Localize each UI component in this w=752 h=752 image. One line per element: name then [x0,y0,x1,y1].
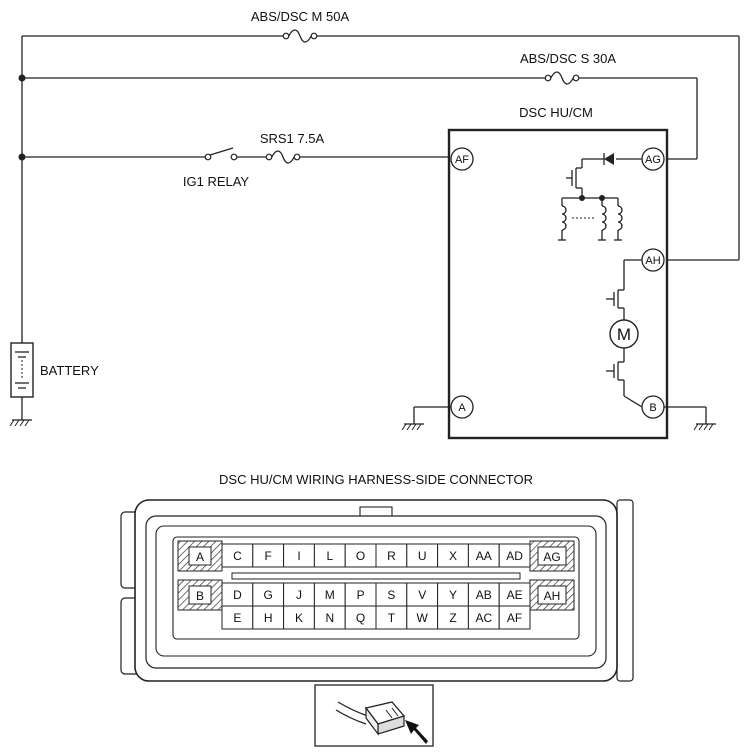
solenoid-driver-circuit [558,153,642,241]
terminal-af [450,147,474,171]
connector-pin: R [387,549,396,563]
svg-text:B: B [649,402,656,414]
battery-icon: BATTERY [10,342,99,398]
connector-pin: AH [544,589,561,603]
connector-pin: U [418,549,427,563]
fuse-srs1-label: SRS1 7.5A [260,131,325,146]
junction-dot [18,74,26,82]
svg-text:AF: AF [455,154,469,166]
connector-pin: L [326,549,333,563]
connector-pin: S [387,588,395,602]
connector-pin: F [265,549,272,563]
ground-icon [664,406,716,431]
connector-pin: H [264,611,273,625]
connector-pin: A [196,550,204,564]
connector-pin: M [325,588,335,602]
wiring [18,35,740,420]
connector-pin: G [264,588,273,602]
fuse-abs-dsc-s: ABS/DSC S 30A [520,51,616,85]
junction-dot [18,153,26,161]
connector-pin: AD [506,549,523,563]
connector-pin: AA [476,549,492,563]
ground-icon [9,419,32,427]
svg-text:M: M [617,325,631,344]
connector-pin: K [295,611,303,625]
connector-view-arrow-icon [314,684,434,747]
fuse-abs-dsc-m: ABS/DSC M 50A [251,9,350,43]
connector-pin: O [356,549,365,563]
connector-pin: N [325,611,334,625]
connector-pin: J [296,588,302,602]
pump-motor-circuit: M [606,259,643,408]
dsc-module: DSC HU/CM AF AG AH A B [447,105,669,440]
ground-icon [401,406,451,431]
connector-title: DSC HU/CM WIRING HARNESS-SIDE CONNECTOR [219,472,533,487]
ig1-relay-switch: IG1 RELAY [183,147,250,189]
fuse-s-label: ABS/DSC S 30A [520,51,616,66]
relay-label: IG1 RELAY [183,174,250,189]
connector-pin-cell [498,605,531,630]
connector-pin: T [388,611,396,625]
connector-pin: AE [507,588,523,602]
connector-pin: B [196,589,204,603]
connector-pin-rows: C F I L O R U X AA AD D G J M P S V Y AB AE E H K N Q T W Z AC AF [221,543,531,630]
connector-pin: AC [475,611,492,625]
fuse-m-label: ABS/DSC M 50A [251,9,350,24]
connector-pin: V [418,588,426,602]
connector-pin: D [233,588,242,602]
svg-text:AH: AH [645,255,660,267]
connector-pin: AF [507,611,522,625]
connector-pin: I [297,549,300,563]
connector-pin: AG [543,550,560,564]
svg-text:A: A [458,402,466,414]
connector-pin-cell [498,543,531,568]
harness-connector: A B AG AH C F I L O R U X AA AD D G J M P S V Y AB AE E H K N Q T… [120,499,634,682]
connector-pin: Q [356,611,365,625]
connector-pin: AB [476,588,492,602]
connector-pin: X [449,549,457,563]
connector-pin: Y [449,588,457,602]
fuse-srs1: SRS1 7.5A [260,131,325,164]
connector-pin: W [417,611,429,625]
connector-pin: E [233,611,241,625]
battery-label: BATTERY [40,363,99,378]
connector-pin: C [233,549,242,563]
connector-pin: P [357,588,365,602]
connector-pin: Z [449,611,456,625]
module-label: DSC HU/CM [519,105,593,120]
svg-text:AG: AG [645,154,661,166]
